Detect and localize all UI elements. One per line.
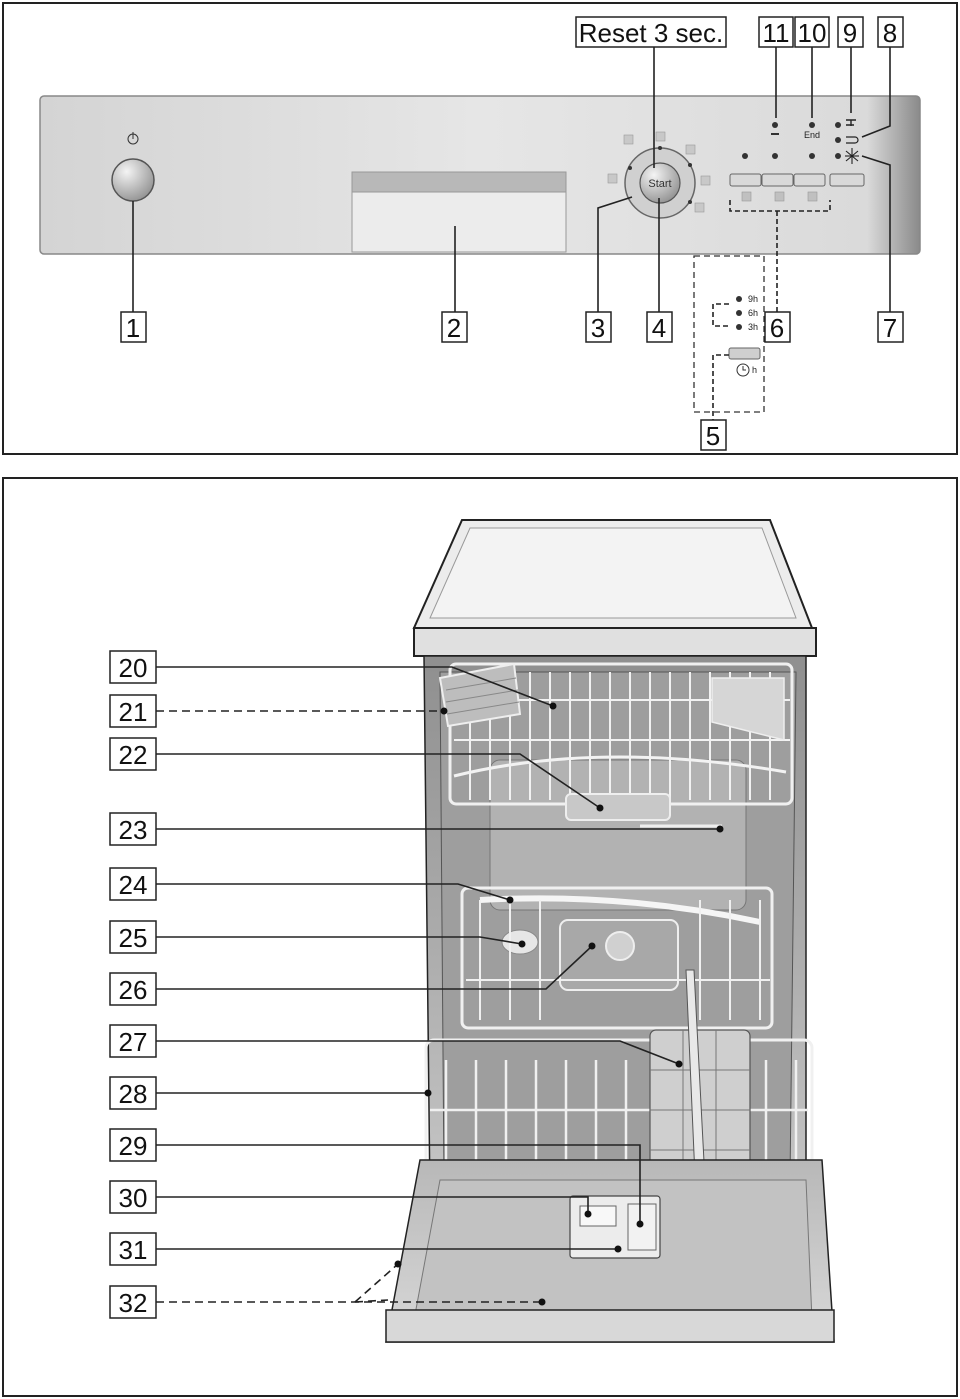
svg-text:7: 7 (883, 313, 897, 343)
callout-24: 24 (109, 867, 157, 901)
rinse-aid-icon (846, 136, 859, 144)
callout-6: 6 (764, 311, 791, 343)
callout-30: 30 (109, 1180, 157, 1214)
svg-text:9: 9 (843, 18, 857, 48)
callout-23: 23 (109, 812, 157, 846)
power-button[interactable] (111, 158, 155, 202)
callout-8: 8 (877, 16, 904, 48)
option-button-4[interactable] (829, 173, 865, 187)
dishwasher-figure: 20 21 22 23 24 25 26 27 28 29 30 31 32 (2, 477, 958, 1397)
middle-rack (460, 886, 774, 1030)
callout-2: 2 (441, 311, 468, 343)
svg-text:Reset 3 sec.: Reset 3 sec. (579, 18, 724, 48)
svg-text:4: 4 (652, 313, 666, 343)
callout-22: 22 (109, 737, 157, 771)
callout-28: 28 (109, 1076, 157, 1110)
detergent-dispenser[interactable] (569, 1195, 661, 1259)
cutlery-tray-clips (711, 677, 785, 741)
callout-31: 31 (109, 1232, 157, 1266)
svg-text:11: 11 (763, 18, 790, 48)
timer-button[interactable] (728, 347, 761, 360)
indicator-leds (742, 122, 841, 159)
end-indicator-label: End (804, 130, 820, 140)
callout-25: 25 (109, 920, 157, 954)
svg-text:2: 2 (447, 313, 461, 343)
option-button-2[interactable] (761, 173, 794, 187)
option-button-1[interactable] (729, 173, 762, 187)
callout-26: 26 (109, 972, 157, 1006)
svg-text:28: 28 (119, 1079, 148, 1109)
reset-label-box: Reset 3 sec. (575, 16, 727, 48)
svg-text:1: 1 (126, 313, 140, 343)
callout-20: 20 (109, 650, 157, 684)
timer-3h-label: 3h (748, 322, 758, 332)
callout-27: 27 (109, 1024, 157, 1058)
option-indicator-squares (741, 191, 818, 202)
callout-3: 3 (585, 311, 612, 343)
svg-text:20: 20 (119, 653, 148, 683)
water-tap-icon (846, 119, 856, 126)
clock-icon (736, 363, 750, 377)
timer-leds (736, 296, 742, 330)
svg-text:30: 30 (119, 1183, 148, 1213)
svg-text:32: 32 (119, 1288, 148, 1318)
program-selector-dial[interactable] (624, 146, 696, 219)
callout-10: 10 (794, 16, 830, 48)
svg-text:3: 3 (591, 313, 605, 343)
callout-7: 7 (877, 311, 904, 343)
svg-text:24: 24 (119, 870, 148, 900)
callout-21: 21 (109, 694, 157, 728)
timer-9h-label: 9h (748, 294, 758, 304)
callout-11: 11 (758, 16, 794, 48)
svg-text:31: 31 (119, 1235, 148, 1265)
callout-5: 5 (700, 419, 727, 451)
option-buttons[interactable] (729, 173, 865, 187)
timer-6h-label: 6h (748, 308, 758, 318)
worktop (412, 519, 817, 657)
salt-refill-icon (845, 148, 859, 164)
svg-text:5: 5 (706, 421, 720, 451)
svg-text:6: 6 (770, 313, 784, 343)
program-indicator-squares (607, 131, 711, 213)
svg-text:29: 29 (119, 1131, 148, 1161)
leader-lines-bottom (156, 666, 720, 1303)
svg-text:23: 23 (119, 815, 148, 845)
timer-detail-box (693, 255, 765, 413)
callout-4: 4 (646, 311, 673, 343)
callout-9: 9 (837, 16, 864, 48)
callout-32: 32 (109, 1285, 157, 1319)
control-panel-figure: Start (2, 2, 958, 455)
end-indicator-icon (771, 133, 779, 135)
power-icon (127, 132, 139, 145)
rackmatic-handle[interactable] (565, 793, 671, 821)
door-handle[interactable] (351, 171, 567, 253)
svg-text:26: 26 (119, 975, 148, 1005)
option-button-3[interactable] (793, 173, 826, 187)
svg-text:8: 8 (883, 18, 897, 48)
callout-29: 29 (109, 1128, 157, 1162)
svg-text:21: 21 (119, 697, 148, 727)
leader-lines-top (132, 47, 891, 420)
timer-h-label: h (752, 365, 757, 375)
callout-1: 1 (120, 311, 147, 343)
svg-text:10: 10 (798, 18, 827, 48)
svg-text:25: 25 (119, 923, 148, 953)
start-label: Start (648, 178, 671, 190)
leader-dots (394, 702, 724, 1306)
svg-text:22: 22 (119, 740, 148, 770)
svg-text:27: 27 (119, 1027, 148, 1057)
